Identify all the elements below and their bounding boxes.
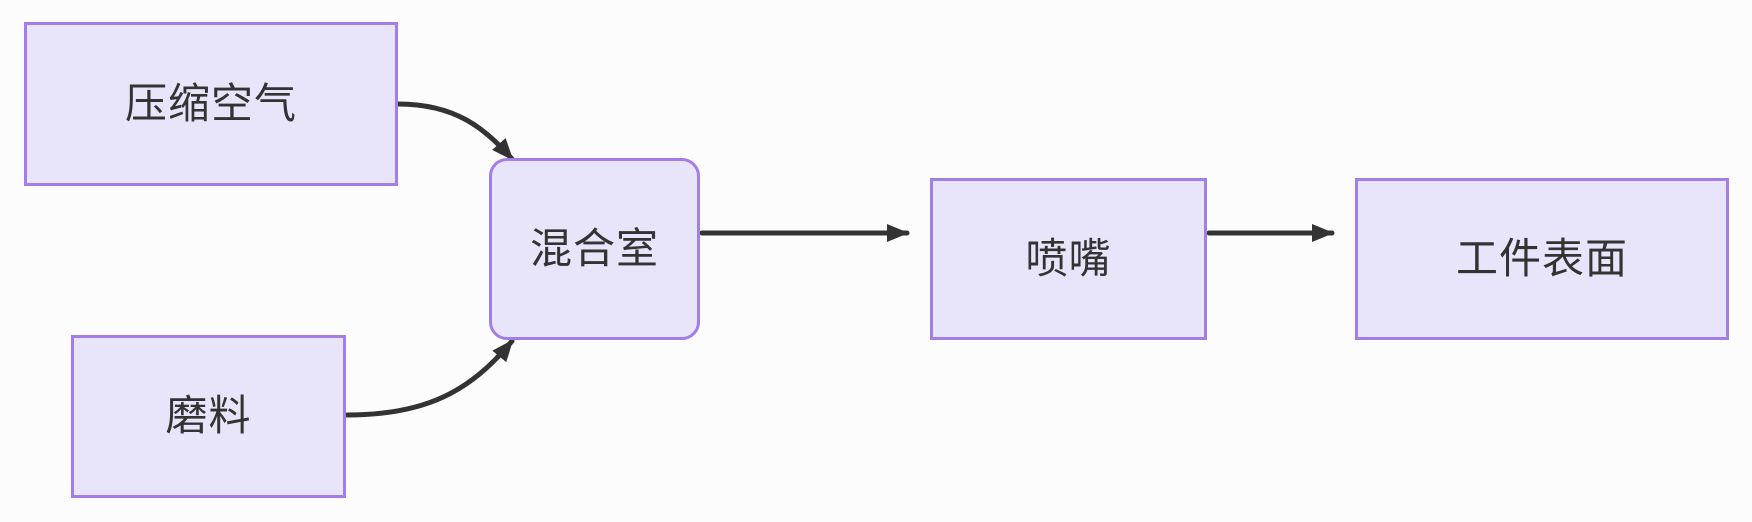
node-nozzle[interactable]: 喷嘴 [930, 178, 1207, 340]
edge-abrasive-to-mixer [344, 338, 515, 418]
node-label-nozzle: 喷嘴 [1025, 234, 1112, 282]
node-label-abrasive: 磨料 [165, 392, 252, 440]
node-compressed-air[interactable]: 压缩空气 [24, 22, 398, 186]
edge-air-to-mixer [395, 101, 515, 162]
node-label-mixing-chamber: 混合室 [529, 224, 659, 272]
node-mixing-chamber[interactable]: 混合室 [489, 158, 700, 340]
node-workpiece-surface[interactable]: 工件表面 [1355, 178, 1729, 340]
node-label-compressed-air: 压缩空气 [124, 79, 297, 127]
node-label-workpiece-surface: 工件表面 [1455, 234, 1628, 282]
node-abrasive[interactable]: 磨料 [71, 335, 346, 498]
